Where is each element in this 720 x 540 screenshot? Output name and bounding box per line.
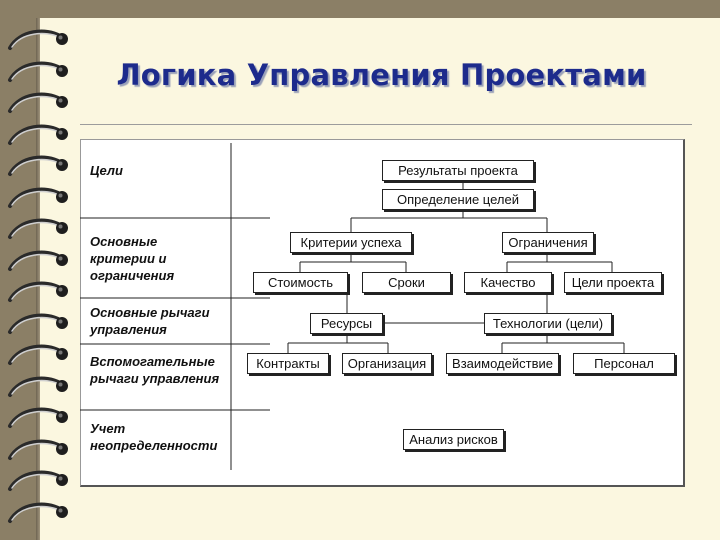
- binder-ring-icon: [8, 376, 68, 397]
- title-divider: [80, 124, 692, 125]
- category-line: рычаги управления: [90, 371, 220, 386]
- binder-ring-icon: [8, 281, 68, 302]
- binder-ring-icon: [8, 344, 68, 365]
- node-contracts: Контракты: [247, 353, 329, 374]
- category-line: неопределенности: [90, 438, 218, 453]
- category-aux-levers: Вспомогательные рычаги управления: [90, 353, 219, 387]
- category-main-levers: Основные рычаги управления: [90, 304, 210, 338]
- binder-ring-icon: [8, 124, 68, 145]
- binder-ring-icon: [8, 187, 68, 208]
- category-uncertainty: Учет неопределенности: [90, 420, 217, 454]
- category-line: Вспомогательные: [90, 354, 215, 369]
- category-line: критерии и: [90, 251, 167, 266]
- binder-edge: [36, 18, 42, 540]
- binder-ring-icon: [8, 218, 68, 239]
- node-technologies: Технологии (цели): [484, 313, 612, 334]
- category-line: Учет: [90, 421, 126, 436]
- binder-ring-icon: [8, 29, 68, 50]
- binder-ring-icon: [8, 407, 68, 428]
- node-schedule: Сроки: [362, 272, 451, 293]
- binder-ring-icon: [8, 470, 68, 491]
- node-cost: Стоимость: [253, 272, 348, 293]
- binder-ring-icon: [8, 61, 68, 82]
- binder-ring-icon: [8, 439, 68, 460]
- node-project-results: Результаты проекта: [382, 160, 534, 181]
- binder-ring-icon: [8, 250, 68, 271]
- binder-ring-icon: [8, 92, 68, 113]
- category-line: Основные рычаги: [90, 305, 210, 320]
- node-resources: Ресурсы: [310, 313, 383, 334]
- category-criteria: Основные критерии и ограничения: [90, 233, 174, 284]
- binder-ring-icon: [8, 502, 68, 523]
- slide-title: Логика Управления Проектами: [116, 58, 647, 92]
- category-line: управления: [90, 322, 167, 337]
- node-goal-definition: Определение целей: [382, 189, 534, 210]
- node-risk-analysis: Анализ рисков: [403, 429, 504, 450]
- category-line: Основные: [90, 234, 158, 249]
- node-project-goals: Цели проекта: [564, 272, 662, 293]
- node-personnel: Персонал: [573, 353, 675, 374]
- node-organization: Организация: [342, 353, 432, 374]
- binder-ring-icon: [8, 313, 68, 334]
- node-interaction: Взаимодействие: [446, 353, 559, 374]
- binder-ring-icon: [8, 155, 68, 176]
- node-success-criteria: Критерии успеха: [290, 232, 412, 253]
- category-line: ограничения: [90, 268, 175, 283]
- node-constraints: Ограничения: [502, 232, 594, 253]
- node-quality: Качество: [464, 272, 552, 293]
- category-goals: Цели: [90, 163, 123, 178]
